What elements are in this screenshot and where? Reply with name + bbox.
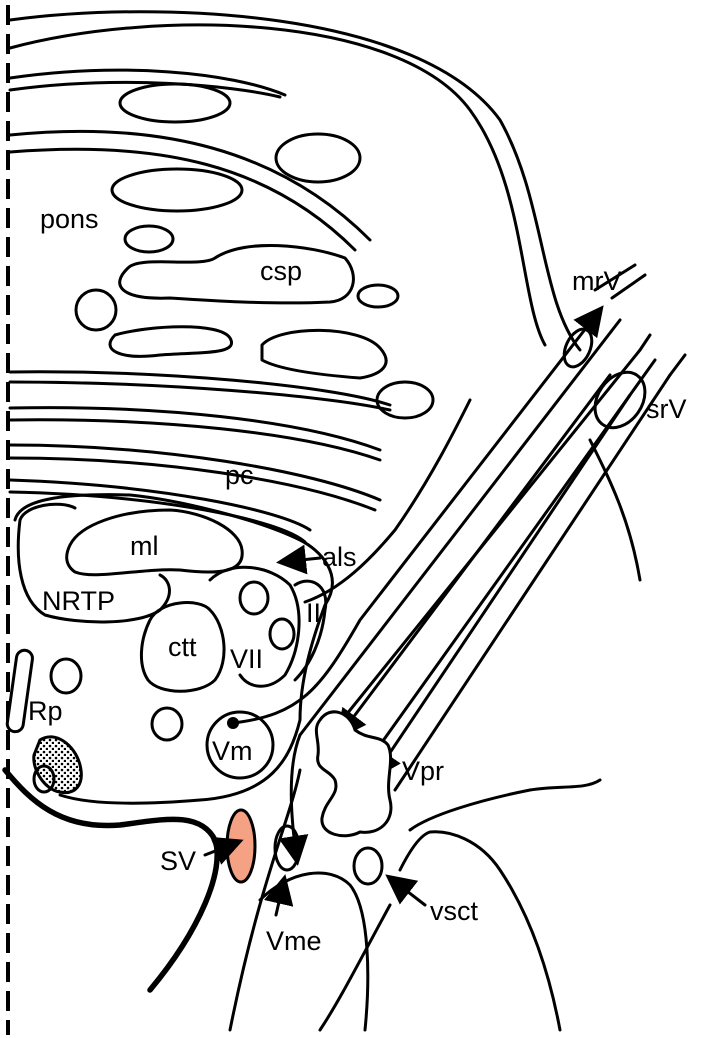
- lateral-edge: [588, 438, 642, 582]
- vme-leader: [264, 874, 294, 917]
- srv-arrow-down: [371, 393, 632, 780]
- rp-small-circle: [32, 764, 56, 794]
- label-ml: ml: [130, 531, 159, 561]
- label-mrv: mrV: [572, 266, 622, 296]
- ventricle-floor-thick: [2, 767, 220, 993]
- mrv-root-outer: [298, 318, 622, 737]
- label-vii: VII: [230, 644, 263, 674]
- lower-outline-4: [398, 830, 562, 1032]
- ll-outline: [293, 579, 328, 682]
- vii-outline: [208, 565, 301, 688]
- mrv-root: [231, 305, 604, 725]
- srv-root-stub: [638, 333, 687, 377]
- srv-arrow-left: [336, 373, 612, 740]
- label-vme: Vme: [266, 926, 322, 956]
- label-vsct: vsct: [430, 896, 479, 926]
- nrtp-outline: [16, 502, 171, 624]
- sv-leader: [203, 836, 244, 865]
- lower-outline-1: [228, 768, 302, 1032]
- als-leader: [276, 544, 322, 575]
- vsct-nucleus: [352, 846, 384, 886]
- label-nrtp: NRTP: [42, 586, 115, 616]
- vsct-leader: [385, 874, 427, 907]
- pontine-fibers: [8, 10, 582, 544]
- lower-outline-5: [318, 903, 392, 1032]
- vpr-nucleus: [314, 710, 393, 838]
- vme-nucleus: [273, 824, 301, 872]
- tegmental-circles: [49, 580, 296, 742]
- raphe-rp: [5, 648, 34, 734]
- mrv-root-stub: [593, 263, 647, 300]
- vme-descending-path: [278, 733, 309, 866]
- label-rp: Rp: [28, 696, 63, 726]
- label-srv: srV: [646, 394, 687, 424]
- label-sv: SV: [160, 846, 196, 876]
- label-pons: pons: [40, 204, 99, 234]
- label-pc: pc: [225, 460, 254, 490]
- label-als: als: [322, 542, 357, 572]
- mrv-cut-ring: [562, 327, 594, 369]
- pons-outer-boundary: [303, 398, 472, 604]
- label-ctt: ctt: [168, 632, 197, 662]
- ctt-outline: [139, 601, 226, 693]
- corticospinal-bundles: [74, 82, 435, 420]
- label-vpr: Vpr: [402, 756, 444, 786]
- label-csp: csp: [260, 256, 302, 286]
- label-vm: Vm: [212, 736, 253, 766]
- srv-root-3: [393, 373, 672, 792]
- label-ll: II: [306, 598, 321, 628]
- vm-nucleus: [205, 710, 275, 780]
- lower-outline-2: [408, 778, 602, 832]
- rp-dotted-nucleus: [32, 735, 83, 795]
